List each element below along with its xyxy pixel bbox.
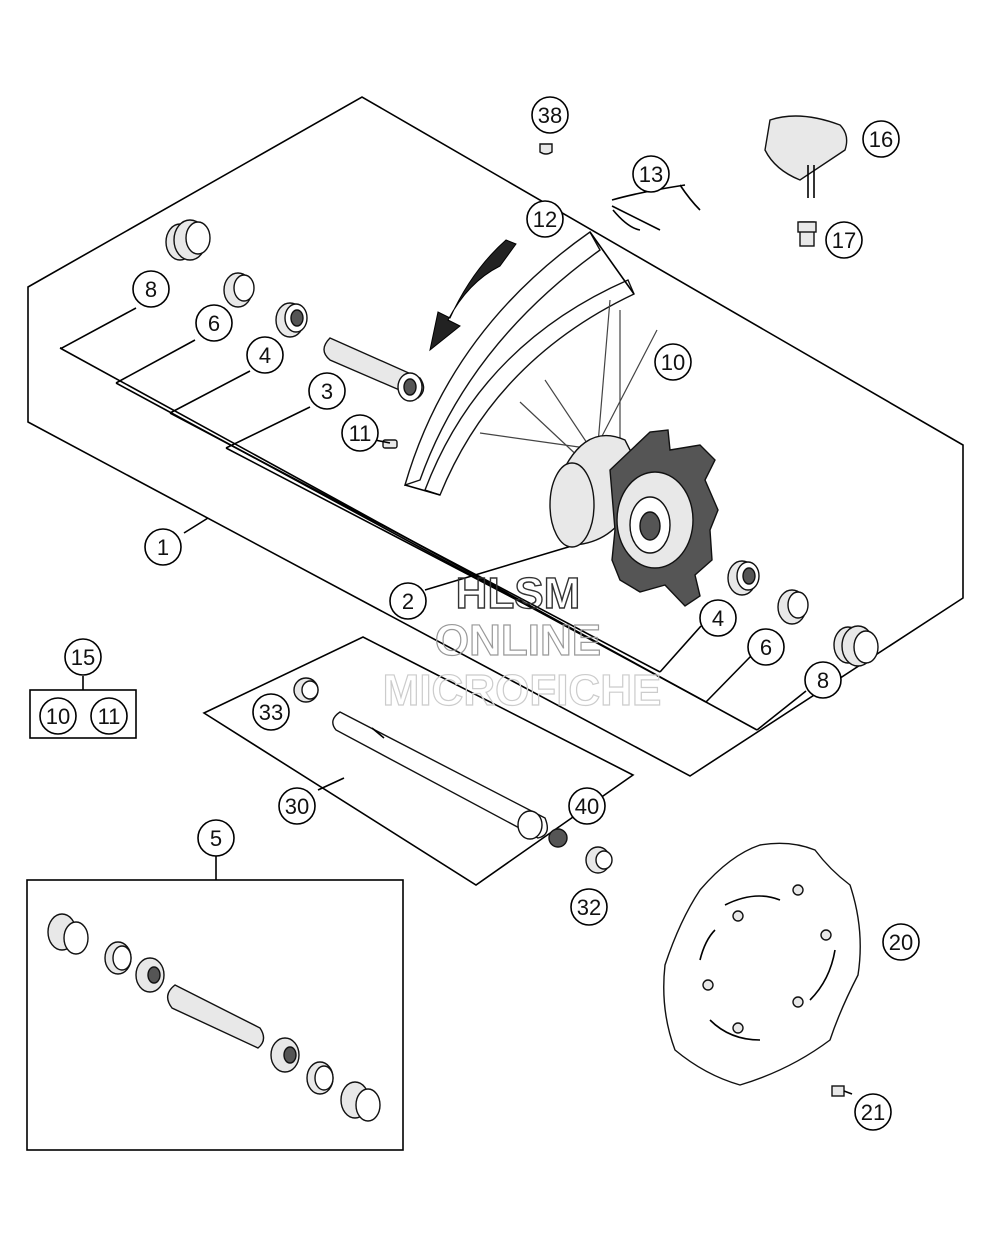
callout-15-kit-10: 10 — [39, 697, 77, 735]
watermark-line2: ONLINE — [435, 616, 601, 665]
brake-disc-20 — [663, 842, 861, 1086]
callout-30: 30 — [278, 787, 316, 825]
assembly-outline-1 — [27, 96, 964, 777]
callout-2: 2 — [389, 582, 427, 620]
callout-15-kit-11: 11 — [90, 697, 128, 735]
svg-text:21: 21 — [861, 1100, 885, 1125]
callouts: 1 2 3 4 4 5 6 6 8 8 10 11 12 13 15 10 11… — [39, 96, 920, 1131]
spoke-nipple-11 — [374, 439, 398, 449]
svg-text:16: 16 — [869, 127, 893, 152]
svg-text:10: 10 — [661, 350, 685, 375]
svg-text:40: 40 — [575, 794, 599, 819]
rotation-arrow — [429, 239, 517, 352]
seal-8-right — [833, 625, 879, 667]
callout-21: 21 — [854, 1093, 892, 1131]
svg-text:8: 8 — [817, 668, 829, 693]
svg-text:13: 13 — [639, 162, 663, 187]
svg-text:4: 4 — [259, 343, 271, 368]
kit-15-box — [29, 676, 137, 739]
bearing-4-right — [727, 560, 760, 596]
watermark-line3: MICROFICHE — [383, 666, 662, 715]
callout-12: 12 — [526, 200, 564, 238]
svg-text:17: 17 — [832, 228, 856, 253]
axle-collar-32 — [585, 846, 613, 874]
tube-16 — [764, 115, 848, 198]
callout-6-upper: 6 — [195, 304, 233, 342]
callout-40: 40 — [568, 787, 606, 825]
seal-8-upper-left — [165, 219, 211, 261]
callout-33: 33 — [252, 693, 290, 731]
callout-8-right: 8 — [804, 661, 842, 699]
callout-20: 20 — [882, 923, 920, 961]
bolt-17 — [797, 221, 817, 247]
callout-17: 17 — [825, 221, 863, 259]
svg-text:32: 32 — [577, 895, 601, 920]
watermark-line1: HLSM — [456, 569, 581, 618]
callout-15: 15 — [64, 638, 102, 676]
svg-text:12: 12 — [533, 207, 557, 232]
callout-4-upper: 4 — [246, 336, 284, 374]
axle-kit-outline-30 — [202, 636, 635, 886]
callout-4-right: 4 — [699, 599, 737, 637]
disc-bolt-21 — [831, 1085, 853, 1097]
callout-1: 1 — [144, 528, 182, 566]
watermark: HLSM ONLINE MICROFICHE — [382, 568, 662, 715]
svg-text:15: 15 — [71, 645, 95, 670]
axle-nut-33 — [293, 677, 319, 703]
svg-text:6: 6 — [760, 635, 772, 660]
svg-text:1: 1 — [157, 535, 169, 560]
bearing-4-upper-left — [275, 302, 308, 338]
callout-11: 11 — [341, 414, 379, 452]
hub-2 — [549, 429, 719, 607]
svg-text:5: 5 — [210, 826, 222, 851]
svg-text:33: 33 — [259, 700, 283, 725]
rim — [403, 230, 635, 496]
spacer-tube-3 — [323, 337, 425, 402]
svg-text:3: 3 — [321, 379, 333, 404]
axle-30 — [332, 711, 548, 840]
leader-lines-left-stack — [59, 307, 807, 731]
nut-40 — [548, 828, 568, 848]
svg-text:38: 38 — [538, 103, 562, 128]
kit-5-box — [26, 856, 404, 1151]
callout-8-upper: 8 — [132, 270, 170, 308]
spacer-6-upper-left — [223, 272, 255, 308]
svg-text:30: 30 — [285, 794, 309, 819]
valve-cap-38 — [539, 143, 553, 155]
svg-text:4: 4 — [712, 606, 724, 631]
callout-10: 10 — [654, 343, 692, 381]
rim-tape-13 — [611, 184, 701, 231]
callout-5: 5 — [197, 819, 235, 857]
callout-3: 3 — [308, 372, 346, 410]
svg-text:6: 6 — [208, 311, 220, 336]
callout-13: 13 — [632, 155, 670, 193]
svg-text:8: 8 — [145, 277, 157, 302]
callout-32: 32 — [570, 888, 608, 926]
callout-38: 38 — [531, 96, 569, 134]
spacer-6-right — [777, 589, 809, 625]
callout-16: 16 — [862, 120, 900, 158]
svg-text:11: 11 — [98, 704, 121, 729]
svg-text:20: 20 — [889, 930, 913, 955]
svg-text:2: 2 — [402, 589, 414, 614]
callout-6-right: 6 — [747, 628, 785, 666]
kit-5-parts — [47, 913, 381, 1122]
svg-text:10: 10 — [46, 704, 70, 729]
svg-text:11: 11 — [349, 421, 372, 446]
